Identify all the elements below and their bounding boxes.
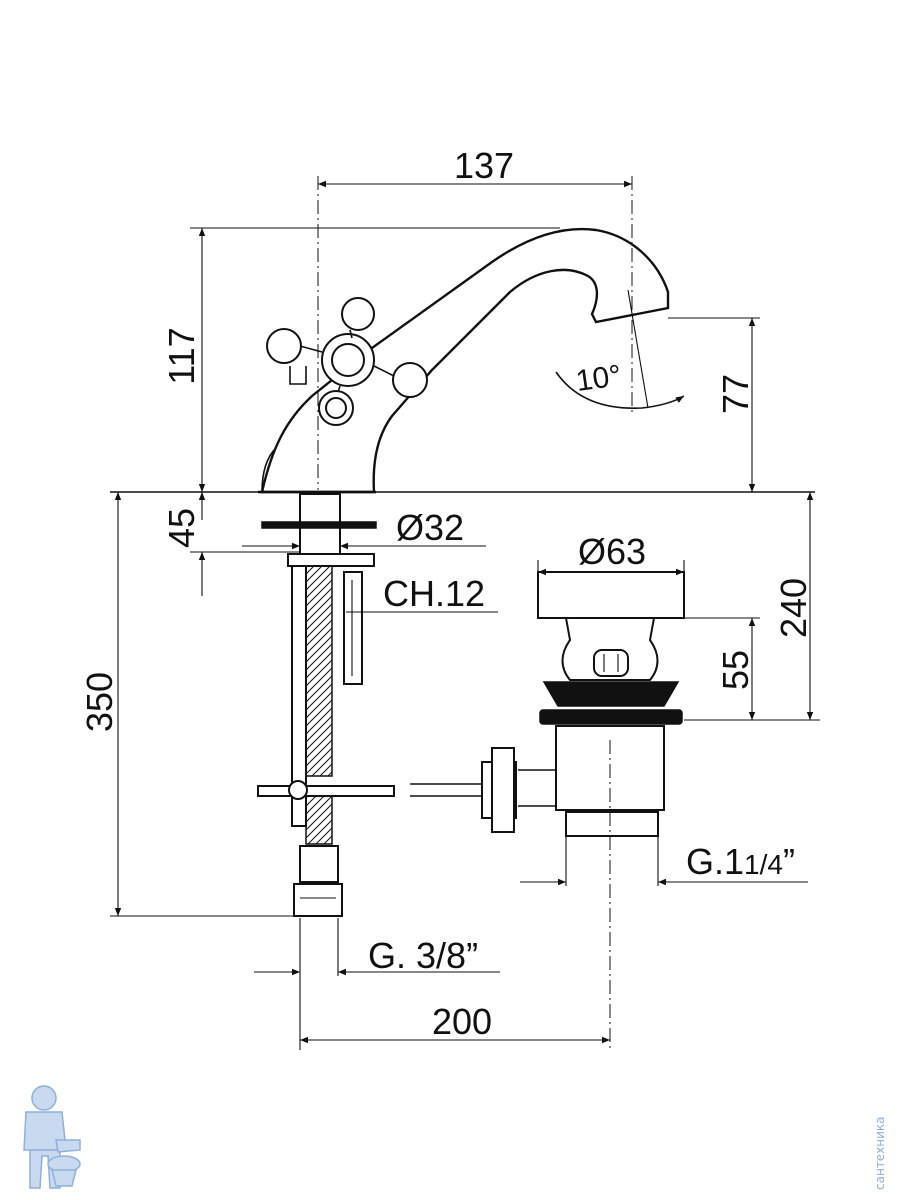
dim-deck-thickness: 45 [161,508,202,548]
dim-shank-diameter: Ø32 [396,507,464,548]
dim-waste-thread: G.11/4” [686,841,795,882]
dim-wrench-size: CH.12 [383,573,485,614]
supply-thread-unit: ” [466,935,478,976]
dimension-lines [110,180,820,1050]
supply-thread-prefix: G. [368,935,406,976]
dim-total-height: 117 [161,327,202,384]
watermark-side-text: сантехника [873,1116,887,1190]
dim-overall-below-deck: 350 [79,672,120,732]
dim-spout-height: 77 [715,374,756,414]
dim-spout-reach: 137 [454,145,514,186]
waste-thread-fraction: 1/4 [744,849,783,880]
popup-rod [410,747,517,833]
cross-handle [266,297,428,426]
dim-waste-diameter: Ø63 [578,531,646,572]
plumber-mascot-icon [23,1085,81,1189]
waste-thread-prefix: G.1 [686,841,744,882]
shank-assembly [257,493,395,917]
dim-waste-head-height: 55 [715,650,756,690]
faucet-body [258,227,685,494]
waste-thread-unit: ” [783,841,795,882]
supply-thread-fraction: 3/8 [416,935,466,976]
dim-supply-thread: G. 3/8” [368,935,478,976]
dim-under-deck-depth: 240 [773,578,814,638]
dim-spout-angle: 10° [574,359,624,398]
waste-assembly [518,571,685,837]
dim-center-distance: 200 [432,1001,492,1042]
